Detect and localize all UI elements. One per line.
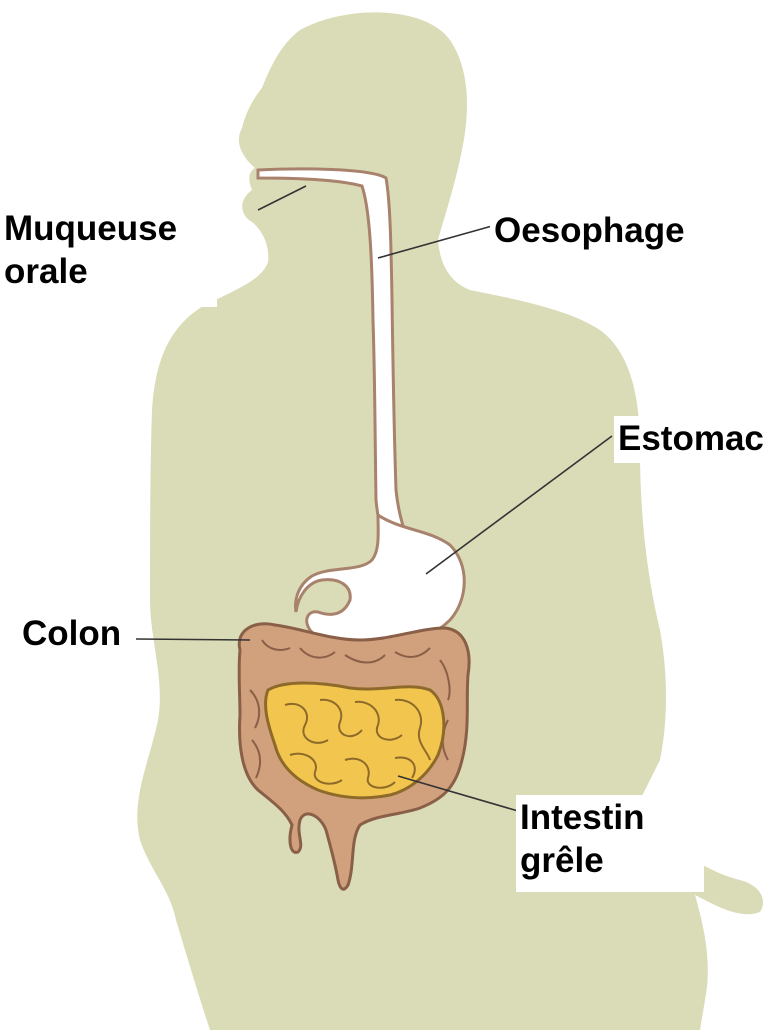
label-muqueuse-orale: Muqueuse orale [0, 206, 217, 307]
label-oesophage: Oesophage [490, 208, 689, 255]
label-intestin-grele: Intestin grêle [516, 795, 704, 892]
label-estomac: Estomac [614, 416, 768, 463]
label-muqueuse-line2: orale [4, 251, 177, 294]
label-muqueuse-line1: Muqueuse [4, 208, 177, 251]
label-colon: Colon [18, 611, 125, 658]
leader-colon [136, 639, 250, 640]
label-intestin-line1: Intestin [520, 797, 644, 840]
label-intestin-line2: grêle [520, 840, 644, 883]
